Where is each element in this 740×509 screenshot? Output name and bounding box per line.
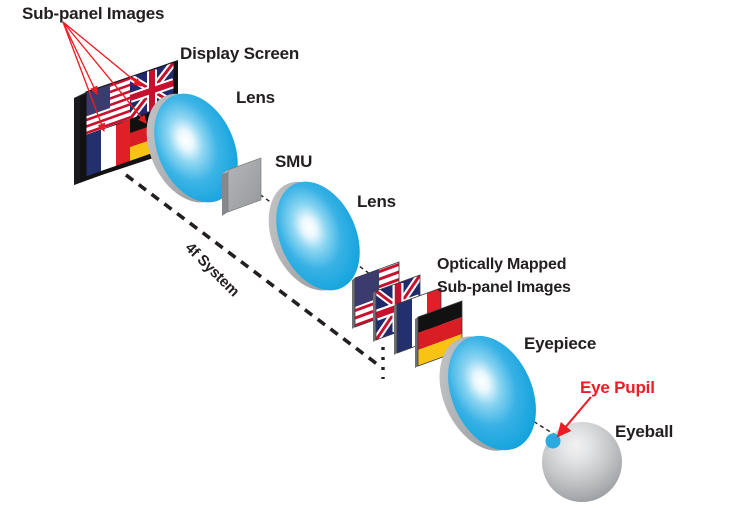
lens-1[interactable] — [130, 78, 253, 219]
label-lens-1: Lens — [236, 88, 275, 107]
label-eyeball: Eyeball — [615, 422, 674, 441]
eyepiece-lens[interactable] — [423, 319, 553, 467]
label-sub-panel-images: Sub-panel Images — [22, 4, 165, 23]
smu-block[interactable] — [222, 157, 262, 216]
lens-2[interactable] — [252, 166, 375, 307]
eyeball[interactable] — [542, 422, 622, 502]
label-display-screen: Display Screen — [180, 44, 300, 63]
label-smu: SMU — [275, 152, 313, 171]
label-optically-mapped-line1: Optically Mapped — [437, 256, 567, 273]
label-eyepiece: Eyepiece — [524, 334, 597, 353]
four-f-system-bracket — [124, 143, 385, 379]
optically-mapped-sub-panel-images[interactable] — [351, 261, 463, 368]
sub-panel-france — [86, 119, 130, 177]
label-optically-mapped-line2: Sub-panel Images — [437, 279, 571, 296]
label-eye-pupil: Eye Pupil — [580, 378, 655, 397]
eye-pupil-arrow — [556, 396, 592, 438]
label-lens-2: Lens — [357, 192, 396, 211]
sub-panel-callout-arrows — [62, 21, 147, 133]
sub-panel-us — [86, 77, 130, 135]
